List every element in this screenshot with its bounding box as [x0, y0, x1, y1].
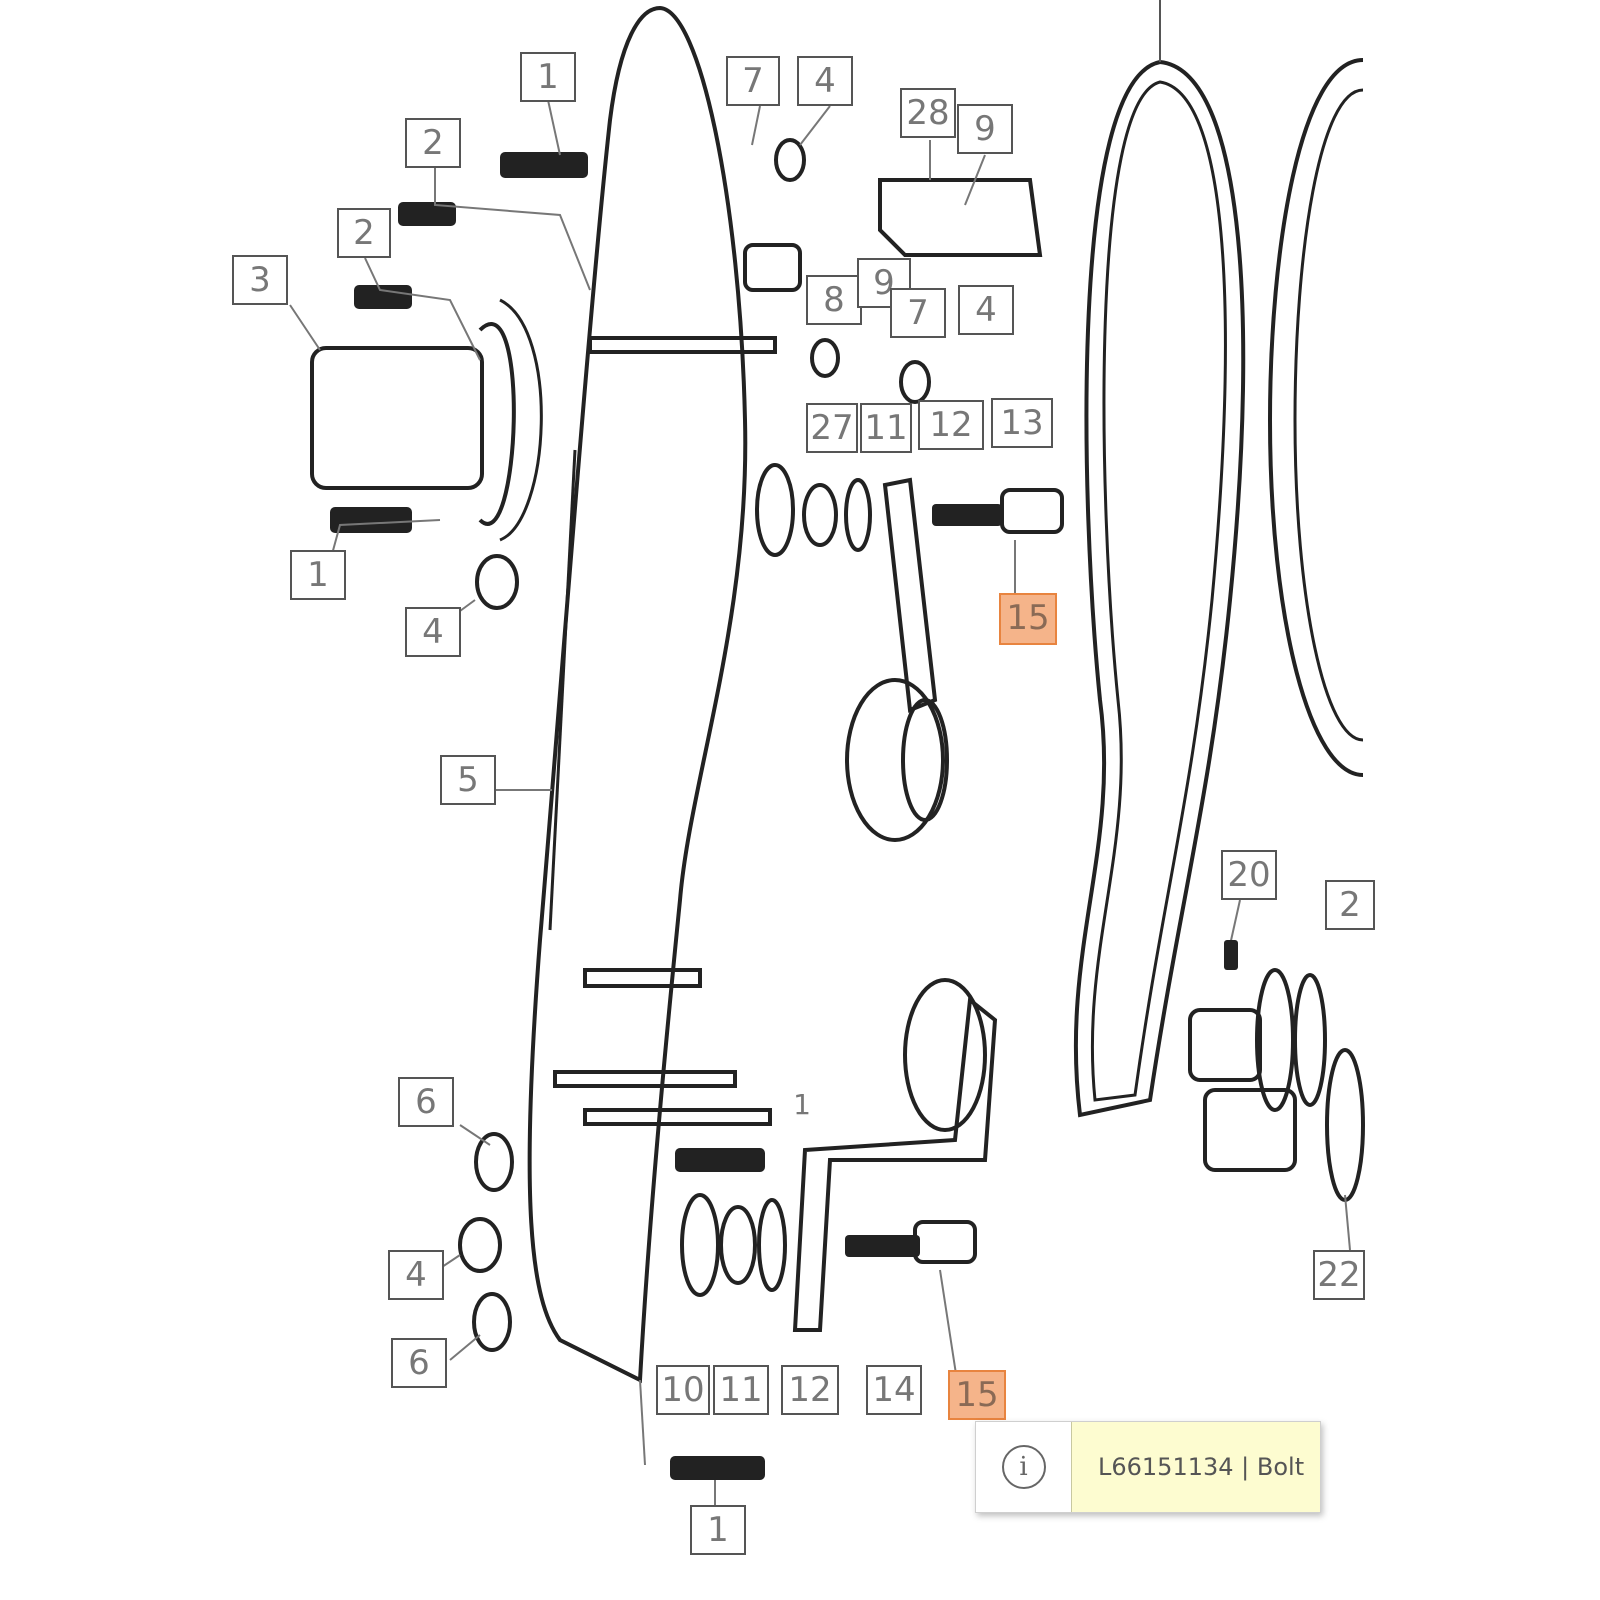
callout-11[interactable]: 11 — [860, 403, 912, 453]
callout-15-highlighted[interactable]: 15 — [999, 593, 1057, 645]
callout-6[interactable]: 6 — [391, 1338, 447, 1388]
arm-plate — [527, 5, 748, 1384]
motor — [310, 346, 484, 490]
callout-1[interactable]: 1 — [290, 550, 346, 600]
callout-7[interactable]: 7 — [726, 56, 780, 106]
callout-2[interactable]: 2 — [337, 208, 391, 258]
callout-9[interactable]: 9 — [857, 258, 911, 308]
callout-1[interactable]: 1 — [793, 1088, 811, 1121]
belt — [1073, 59, 1246, 1118]
callout-22[interactable]: 22 — [1313, 1250, 1365, 1300]
callout-9[interactable]: 9 — [957, 104, 1013, 154]
callout-20[interactable]: 20 — [1221, 850, 1277, 900]
callout-11[interactable]: 11 — [713, 1365, 769, 1415]
callout-3[interactable]: 3 — [232, 255, 288, 305]
callout-8[interactable]: 8 — [806, 275, 862, 325]
callout-12[interactable]: 12 — [918, 400, 984, 450]
bolt-icons — [330, 152, 1002, 1480]
info-icon: i — [1001, 1445, 1046, 1489]
callout-27[interactable]: 27 — [806, 403, 858, 453]
tooltip-icon-area: i — [976, 1422, 1072, 1512]
callout-14[interactable]: 14 — [866, 1365, 922, 1415]
callout-1[interactable]: 1 — [520, 52, 576, 102]
callout-2[interactable]: 2 — [1325, 880, 1375, 930]
callout-13[interactable]: 13 — [991, 398, 1053, 448]
callout-4[interactable]: 4 — [958, 285, 1014, 335]
callout-28[interactable]: 28 — [900, 88, 956, 138]
callout-4[interactable]: 4 — [388, 1250, 444, 1300]
callout-12[interactable]: 12 — [781, 1365, 839, 1415]
callout-5[interactable]: 5 — [440, 755, 496, 805]
callout-6[interactable]: 6 — [398, 1077, 454, 1127]
part-tooltip: i L66151134 | Bolt — [975, 1421, 1321, 1513]
pulley — [1267, 58, 1364, 777]
callout-4[interactable]: 4 — [405, 607, 461, 657]
callout-2[interactable]: 2 — [405, 118, 461, 168]
callout-1[interactable]: 1 — [690, 1505, 746, 1555]
callout-15-highlighted[interactable]: 15 — [948, 1370, 1006, 1420]
callout-10[interactable]: 10 — [656, 1365, 710, 1415]
callout-7[interactable]: 7 — [890, 288, 946, 338]
tooltip-text: L66151134 | Bolt — [1072, 1422, 1320, 1512]
callout-4[interactable]: 4 — [797, 56, 853, 106]
